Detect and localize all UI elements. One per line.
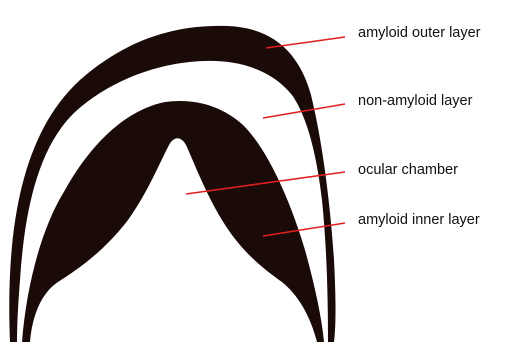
non-amyloid-layer-label: non-amyloid layer <box>358 94 472 109</box>
ocular-chamber-label: ocular chamber <box>358 163 458 178</box>
amyloid-inner-layer-label: amyloid inner layer <box>358 213 480 228</box>
amyloid-outer-layer-label: amyloid outer layer <box>358 26 481 41</box>
amyloid-outer-layer-shape <box>9 26 335 342</box>
amyloid-inner-layer-shape <box>22 101 324 342</box>
